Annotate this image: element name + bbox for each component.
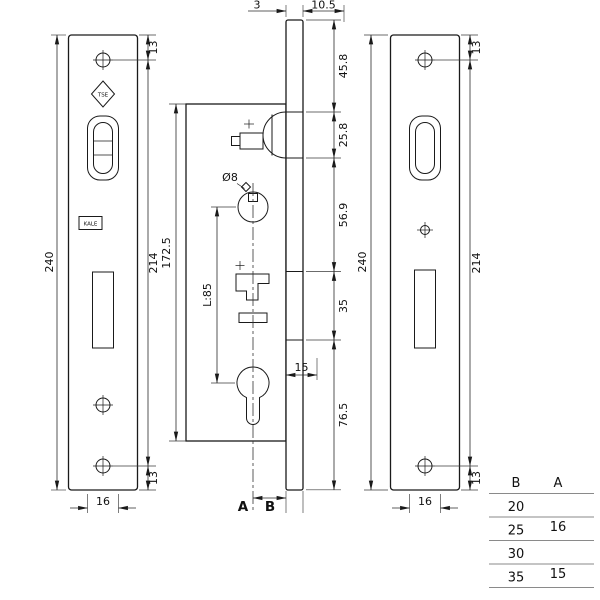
spindle-hole (240, 181, 252, 193)
table-cell-b0: 20 (508, 500, 525, 515)
kale-logo-frame (78, 216, 103, 230)
table-cell-b3: 35 (508, 571, 525, 586)
label-b: B (265, 499, 275, 515)
roller-slot-outer (87, 115, 119, 181)
dim-15: 15 (295, 361, 309, 374)
dim-13-top-left: 13 (147, 41, 160, 55)
left-faceplate-view: TSE KALE (67, 34, 139, 491)
euro-cylinder-hole (236, 366, 270, 425)
lock-case-outline (185, 103, 287, 442)
dim-dia8: Ø8 (222, 171, 238, 184)
body-dimensions: 3 10.5 45.8 25.8 56.9 35 76.5 172.5 L:85… (160, 0, 350, 515)
tse-mark-text: TSE (97, 93, 109, 99)
dim-172-5: 172.5 (160, 237, 173, 269)
left-view-dimensions: 240 13 214 13 16 (43, 34, 160, 513)
table-header-b: B (512, 476, 521, 491)
right-plate-outline (389, 34, 461, 491)
forend-strip (285, 19, 304, 491)
kale-logo-text: KALE (84, 222, 98, 228)
dim-10-5: 10.5 (311, 0, 336, 12)
dim-13-bottom-right: 13 (470, 471, 483, 485)
dim-45-8: 45.8 (337, 54, 350, 79)
dim-16-left: 16 (96, 495, 110, 508)
dim-76-5: 76.5 (337, 403, 350, 428)
dim-56-9: 56.9 (337, 203, 350, 228)
dim-16-right: 16 (418, 495, 432, 508)
dim-l85: L:85 (201, 283, 214, 307)
latch-mechanism (235, 273, 270, 301)
dim-25-8: 25.8 (337, 123, 350, 148)
lock-body-view (185, 19, 304, 513)
table-cell-a3: 15 (550, 567, 567, 582)
roller-slot-inner (93, 122, 113, 174)
table-cell-b2: 30 (508, 547, 525, 562)
right-view-dimensions: 240 13 214 13 16 (356, 34, 483, 513)
bolt-cutout (92, 271, 114, 349)
roller-slot-inner (415, 122, 435, 174)
dim-35: 35 (337, 299, 350, 313)
label-a: A (238, 499, 249, 515)
bolt-cutout (414, 269, 436, 349)
dim-240-right: 240 (356, 252, 369, 273)
table-header-a: A (554, 476, 563, 491)
right-faceplate-view (389, 34, 461, 491)
dim-240-left: 240 (43, 252, 56, 273)
tse-diamond-icon (90, 80, 116, 108)
dim-13-top-right: 13 (470, 41, 483, 55)
roller-slot-outer (409, 115, 441, 181)
table-cell-a1: 16 (550, 520, 567, 535)
dim-13-bottom-left: 13 (147, 471, 160, 485)
dim-214-right: 214 (470, 253, 483, 274)
left-plate-outline (67, 34, 139, 491)
dim-214-left: 214 (147, 253, 160, 274)
table-cell-b1: 25 (508, 524, 525, 539)
dim-3: 3 (254, 0, 261, 12)
roller-adjuster (231, 136, 241, 146)
spec-table: B A 20 25 16 30 35 15 (489, 476, 594, 588)
